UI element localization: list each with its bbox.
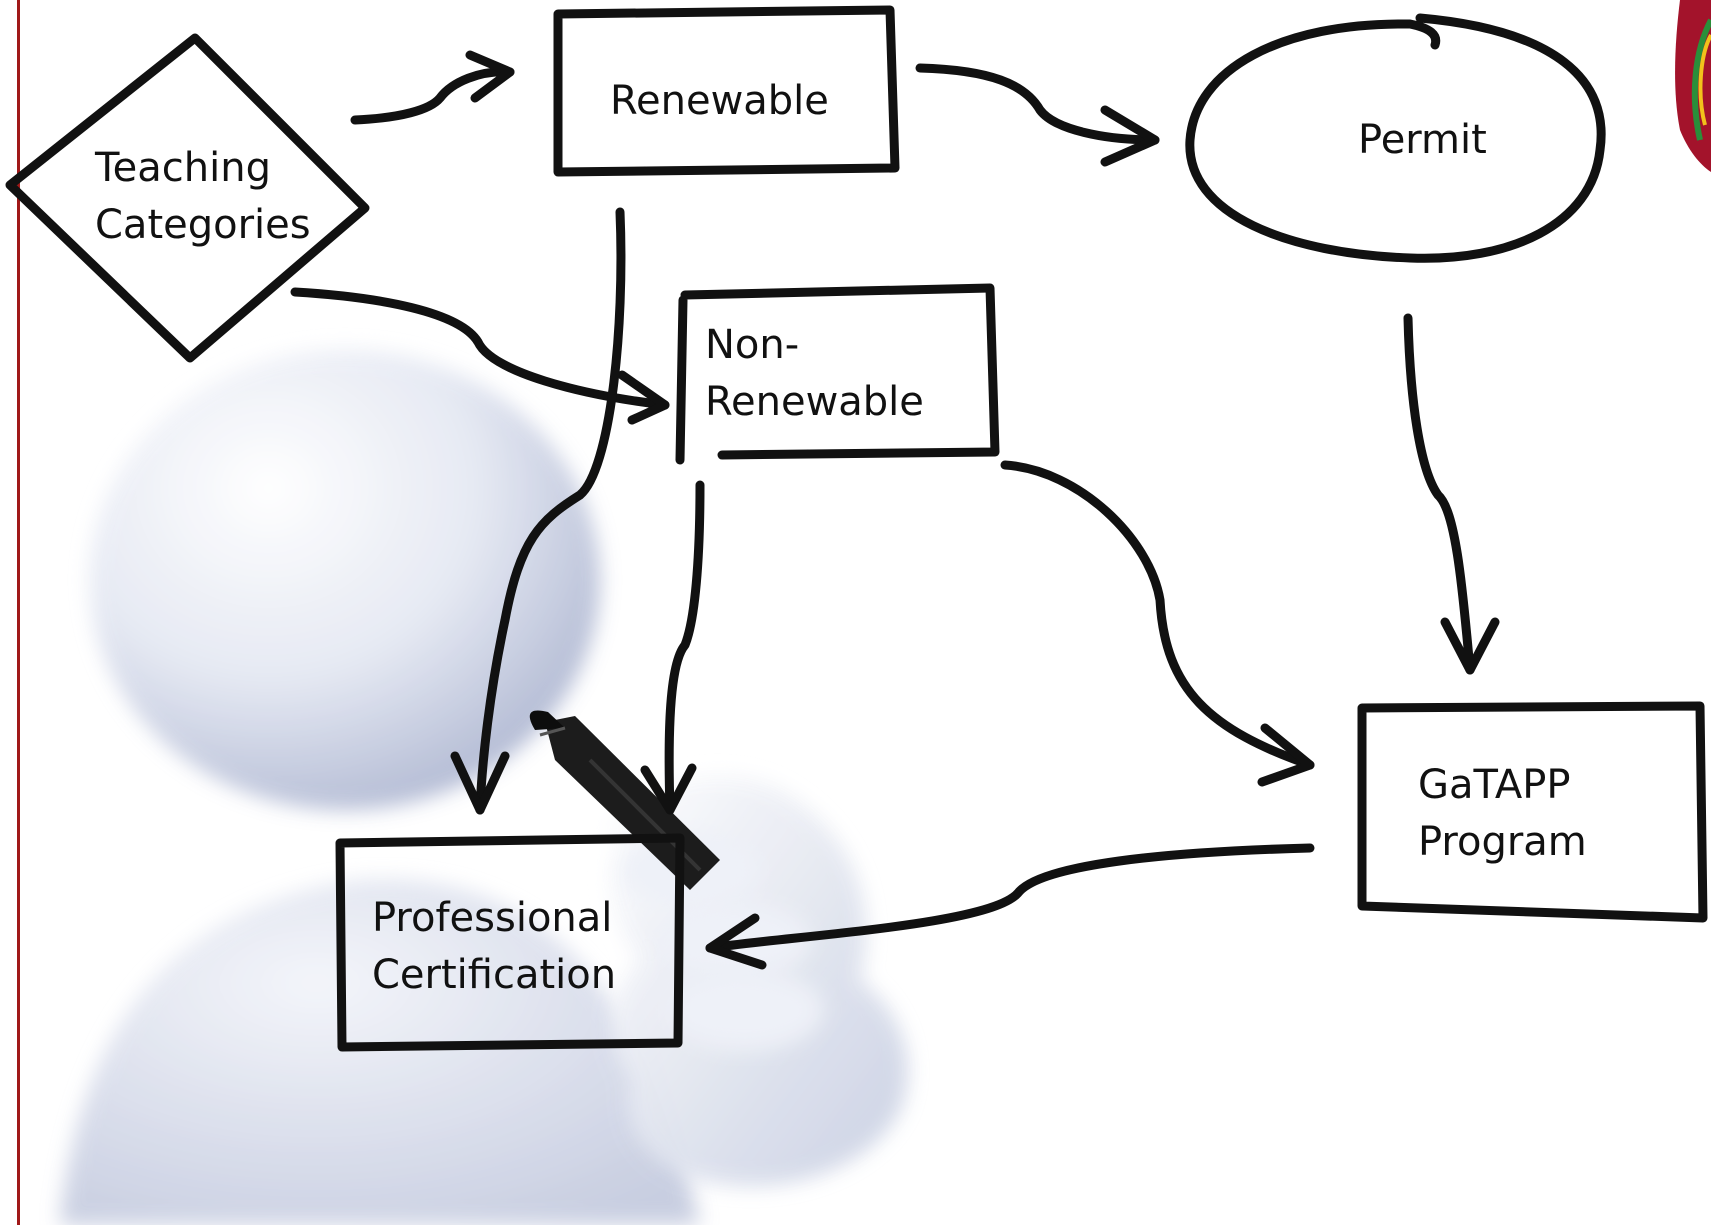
gatapp-program-label: GaTAPP Program	[1418, 762, 1587, 865]
permit-label: Permit	[1358, 117, 1487, 163]
edge-permit-to-gatapp	[1403, 313, 1500, 675]
renewable-node[interactable]	[553, 5, 900, 177]
professional-certification-label: Professional Certification	[372, 895, 617, 998]
edge-non-renewable-to-professional	[640, 480, 705, 815]
professional-certification-node[interactable]	[335, 833, 685, 1052]
left-border-rule	[17, 0, 20, 1225]
edge-gatapp-to-professional	[705, 843, 1315, 970]
edge-renewable-to-professional	[450, 207, 626, 815]
edge-renewable-to-permit	[915, 63, 1160, 167]
gatapp-program-node[interactable]	[1357, 701, 1708, 923]
non-renewable-label: Non- Renewable	[705, 322, 924, 425]
permit-node[interactable]	[1185, 13, 1606, 263]
edge-teaching-to-non-renewable	[290, 287, 670, 425]
teaching-categories-label: Teaching Categories	[95, 145, 311, 248]
figure-body	[60, 879, 700, 1225]
edge-non-renewable-to-gatapp	[1000, 460, 1315, 787]
renewable-label: Renewable	[610, 78, 829, 124]
edge-teaching-to-renewable	[350, 50, 515, 125]
figure-head	[90, 350, 600, 810]
non-renewable-node[interactable]	[675, 283, 1000, 465]
teaching-categories-node[interactable]	[5, 33, 370, 363]
